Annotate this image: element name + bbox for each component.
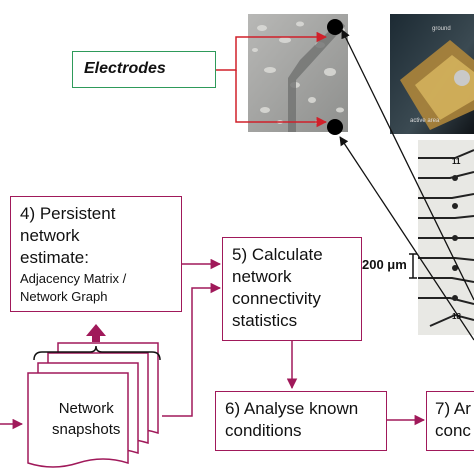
step6-text: 6) Analyse known conditions [225, 399, 359, 440]
zoom-arrow-bottom [339, 136, 474, 341]
scale-bar [409, 253, 417, 279]
step7-box: 7) Ar conc [426, 391, 474, 451]
scale-label: 200 μm [362, 257, 407, 272]
grouping-brace [33, 345, 161, 361]
snapshots-stack [27, 342, 159, 468]
step4-box: 4) Persistent network estimate: Adjacenc… [10, 196, 182, 312]
snapshots-label: Network snapshots [52, 400, 121, 438]
electrode-pointer-top [216, 31, 328, 71]
electrode-pointer-bottom [235, 70, 328, 128]
step4-subtitle: Adjacency Matrix / Network Graph [20, 271, 127, 304]
step7-text: 7) Ar conc [435, 399, 471, 440]
chip-label-ground: ground [432, 26, 451, 32]
chip-label-active: active area [410, 118, 440, 124]
step5-text: 5) Calculate network connectivity statis… [232, 245, 323, 330]
step6-box: 6) Analyse known conditions [215, 391, 387, 451]
electrode-number-top: 11 [452, 157, 461, 166]
step4-title: 4) Persistent network estimate: [20, 204, 116, 267]
step5-box: 5) Calculate network connectivity statis… [222, 237, 362, 341]
electrode-micrograph [248, 14, 348, 135]
electrodes-label-box: Electrodes [72, 51, 216, 88]
chip-photo [390, 14, 474, 134]
electrode-number-bottom: 18 [452, 312, 461, 321]
aggregate-arrow [86, 324, 106, 342]
electrodes-label: Electrodes [84, 60, 166, 77]
zoom-arrow-top [341, 29, 474, 301]
electrode-array-image [418, 140, 474, 335]
arrow-snapshots-to-5 [162, 282, 222, 417]
